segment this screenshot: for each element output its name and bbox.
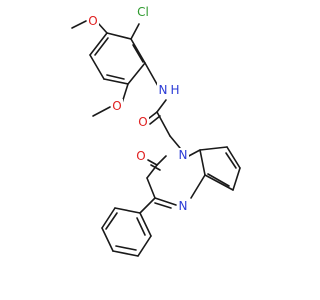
ring-nitrogen-1-label: N xyxy=(179,148,188,162)
bond xyxy=(147,111,158,120)
bond xyxy=(130,23,140,40)
bond xyxy=(144,62,159,87)
bond xyxy=(204,174,234,191)
bond xyxy=(139,197,156,214)
methoxy-oxygen-bottom-label: O xyxy=(112,99,121,113)
methoxy-oxygen-top: O xyxy=(87,14,99,28)
bond xyxy=(114,207,141,214)
label-mask xyxy=(87,14,99,28)
bond xyxy=(139,212,152,237)
bond xyxy=(89,54,105,80)
label-mask xyxy=(137,115,149,129)
bond-double-inner xyxy=(136,217,146,236)
bond-double-inner xyxy=(225,152,237,169)
bond-double-inner xyxy=(132,44,144,63)
bond xyxy=(112,250,139,257)
bond xyxy=(103,78,129,85)
amide-nitrogen-label: N xyxy=(159,83,168,97)
methoxy-oxygen-top-label: O xyxy=(88,14,97,28)
bond xyxy=(226,146,241,169)
bond-double xyxy=(150,164,161,171)
bond xyxy=(127,62,146,85)
bond-double-inner xyxy=(106,74,125,80)
bond xyxy=(106,32,132,40)
bond xyxy=(97,22,108,34)
bond xyxy=(169,135,181,149)
ring-nitrogen-4-label: N xyxy=(179,199,188,213)
chemical-structure-diagram: Cl O O N H O O N N xyxy=(71,4,241,257)
label-mask xyxy=(177,148,189,162)
label-mask xyxy=(134,4,152,18)
amide-nitrogen: N H xyxy=(157,82,181,97)
ring-nitrogen-4: N xyxy=(177,199,189,213)
bond xyxy=(101,207,116,229)
bond xyxy=(101,227,114,252)
bond xyxy=(147,159,158,166)
ring-nitrogen-1: N xyxy=(177,148,189,162)
bond xyxy=(137,235,152,257)
lactam-oxygen-label: O xyxy=(136,149,145,163)
bond xyxy=(232,167,241,191)
chlorine-label: Cl xyxy=(137,5,149,19)
atom-labels: Cl O O N H O O N N xyxy=(87,4,189,213)
label-mask xyxy=(177,199,189,213)
amide-oxygen: O xyxy=(137,115,149,129)
bond xyxy=(71,20,87,29)
bond xyxy=(156,99,167,113)
bond xyxy=(199,149,206,176)
bond xyxy=(92,106,111,117)
bond-double xyxy=(149,115,161,125)
bond xyxy=(130,38,146,64)
methoxy-oxygen-bottom: O xyxy=(111,99,123,113)
chlorine-atom: Cl xyxy=(134,4,152,19)
bond xyxy=(89,32,108,56)
label-mask xyxy=(135,149,147,163)
bonds xyxy=(71,20,241,257)
amide-oxygen-label: O xyxy=(138,115,147,129)
lactam-oxygen: O xyxy=(135,149,147,163)
bond xyxy=(156,155,167,166)
bond xyxy=(199,146,228,151)
label-mask xyxy=(111,99,123,113)
bond-double-inner xyxy=(94,37,109,56)
bond xyxy=(156,111,171,137)
label-mask xyxy=(157,82,181,97)
bond xyxy=(154,197,177,206)
bond-double-inner xyxy=(207,173,230,187)
bond xyxy=(146,177,156,199)
bond-double xyxy=(154,202,172,209)
bond-double-inner xyxy=(105,212,118,230)
bond-double-inner xyxy=(115,245,137,251)
bond xyxy=(190,174,206,199)
amide-hydrogen-label: H xyxy=(170,83,179,97)
